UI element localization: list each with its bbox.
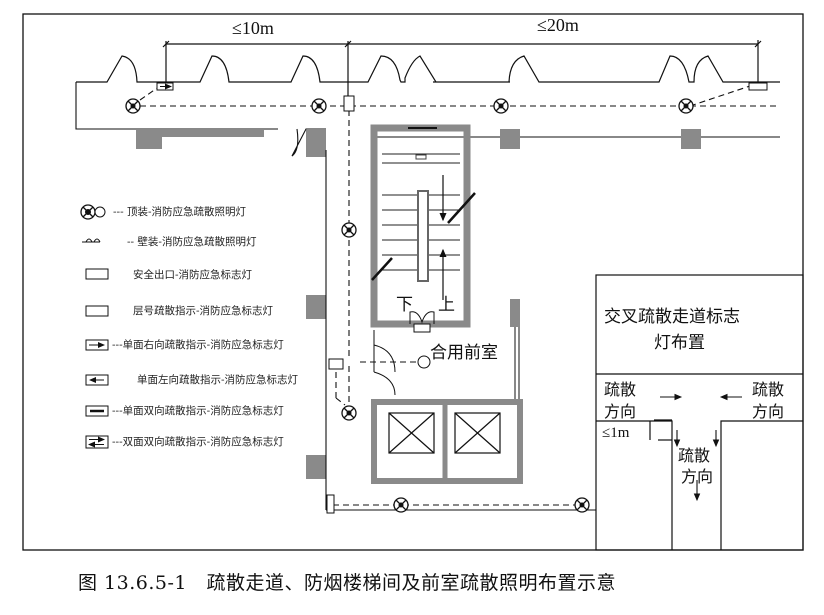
legend-wall-light: -- 壁装-消防应急疏散照明灯 bbox=[127, 236, 257, 248]
legend-double-face-sign: ---双面双向疏散指示-消防应急标志灯 bbox=[112, 436, 284, 448]
inset-right-direction-2: 方向 bbox=[752, 402, 785, 421]
inset-left-direction-1: 疏散 bbox=[604, 380, 637, 399]
stair-up-label: 上 bbox=[438, 295, 455, 315]
figure-caption: 图 13.6.5-1 疏散走道、防烟楼梯间及前室疏散照明布置示意 bbox=[78, 572, 616, 594]
inset-arrows bbox=[660, 393, 742, 502]
anteroom-label: 合用前室 bbox=[430, 343, 498, 363]
legend-ceiling-light: --- 顶装-消防应急疏散照明灯 bbox=[113, 206, 247, 218]
inset-left-direction-2: 方向 bbox=[604, 402, 637, 421]
legend-bidirectional-sign: ---单面双向疏散指示-消防应急标志灯 bbox=[112, 405, 284, 417]
elevator-shafts bbox=[371, 399, 523, 484]
stair-down-label: 下 bbox=[396, 295, 413, 315]
dimension-right-span: ≤20m bbox=[537, 15, 579, 35]
legend-right-arrow-sign: ---单面右向疏散指示-消防应急标志灯 bbox=[112, 339, 284, 351]
inset-title-line1: 交叉疏散走道标志 bbox=[604, 307, 740, 327]
inset-down-direction-1: 疏散 bbox=[678, 446, 711, 465]
inset-cross-offset: ≤1m bbox=[602, 425, 630, 441]
inset-down-direction-2: 方向 bbox=[681, 467, 714, 486]
inset-right-direction-1: 疏散 bbox=[752, 380, 785, 399]
inset-frame bbox=[595, 274, 804, 551]
corridor-lower-wall bbox=[75, 82, 780, 157]
legend-floor-sign: 层号疏散指示-消防应急标志灯 bbox=[133, 305, 274, 317]
stairwell bbox=[370, 124, 476, 333]
legend-exit-sign: 安全出口-消防应急标志灯 bbox=[133, 269, 253, 281]
legend-left-arrow-sign: 单面左向疏散指示-消防应急标志灯 bbox=[137, 374, 299, 386]
corridor-upper-wall bbox=[76, 55, 780, 83]
ceiling-lights bbox=[125, 98, 694, 513]
anteroom bbox=[373, 327, 520, 400]
dimension-lines bbox=[162, 40, 762, 97]
legend-symbols bbox=[80, 204, 109, 449]
inset-title-line2: 灯布置 bbox=[654, 333, 705, 353]
dimension-left-span: ≤10m bbox=[232, 18, 274, 38]
sign-boxes bbox=[156, 82, 768, 514]
wall-columns bbox=[136, 129, 701, 479]
